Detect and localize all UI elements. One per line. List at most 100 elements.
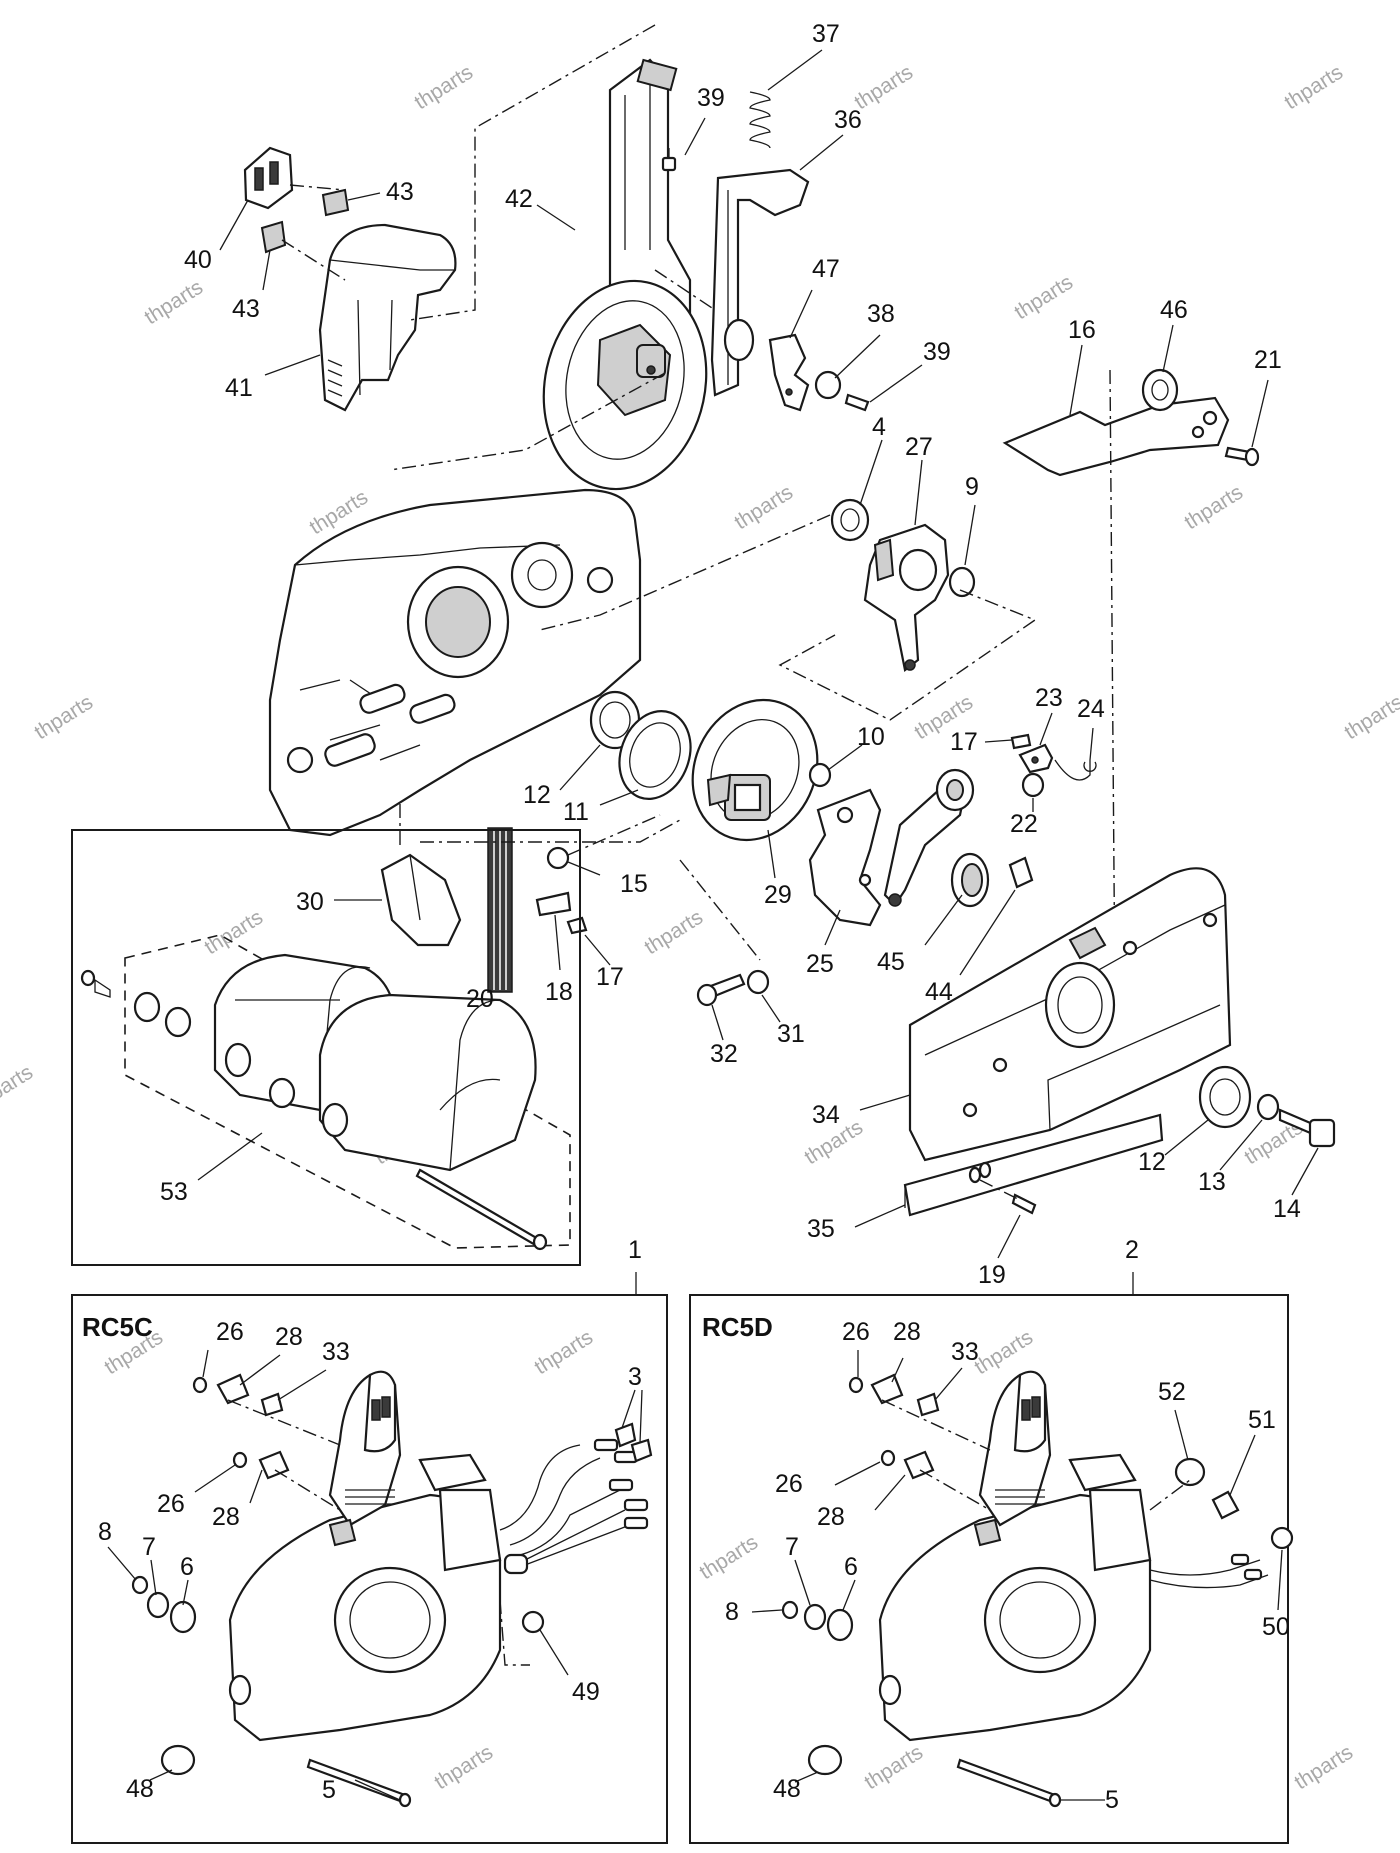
callout-7: 7 (142, 1533, 156, 1561)
callout-15: 15 (620, 870, 648, 898)
callout-53: 53 (160, 1178, 188, 1206)
watermark: thparts (1280, 61, 1347, 115)
leader-43a (347, 192, 381, 201)
callout-8: 8 (725, 1598, 739, 1626)
washer-46 (1141, 368, 1179, 412)
leader-r51 (1229, 1434, 1256, 1496)
screw-39-top (661, 148, 677, 172)
callout-35: 35 (807, 1215, 835, 1243)
kit-box-rc5d: RC5D (689, 1272, 1289, 1844)
watermark: thparts (695, 1531, 762, 1585)
callout-37: 37 (812, 20, 840, 48)
callout-17: 17 (950, 728, 978, 756)
leader-47 (789, 289, 813, 339)
leader-10 (827, 744, 863, 771)
callout-25: 25 (806, 950, 834, 978)
callout-31: 31 (777, 1020, 805, 1048)
leader-27 (914, 459, 923, 526)
callout-1: 1 (628, 1236, 642, 1264)
assembly-line (778, 589, 1037, 721)
washer-11 (618, 710, 692, 800)
callout-10: 10 (857, 723, 885, 751)
callout-13: 13 (1198, 1168, 1226, 1196)
o-ring-44 (1008, 856, 1034, 889)
watermark: thparts (1290, 1741, 1357, 1795)
callout-9: 9 (965, 473, 979, 501)
kit-box-rc5c: RC5C (71, 1272, 668, 1844)
assembly-line (979, 1179, 1021, 1201)
bushing-10 (808, 762, 832, 788)
plate-47 (768, 333, 810, 412)
leader-53 (197, 1132, 263, 1181)
stopper-18 (535, 891, 572, 917)
leader-r52 (1174, 1409, 1189, 1461)
screw-39-side (844, 393, 870, 412)
callout-49: 49 (572, 1678, 600, 1706)
leader-21 (1251, 379, 1269, 448)
leader-15 (567, 861, 601, 876)
leader-r28a (891, 1357, 904, 1383)
callout-11: 11 (563, 798, 589, 826)
spring-37 (749, 91, 771, 149)
leader-46 (1162, 324, 1174, 373)
leader-l5 (354, 1779, 401, 1801)
leader-r6 (842, 1579, 856, 1611)
leader-44 (959, 889, 1016, 976)
leader-l48 (149, 1769, 173, 1781)
callout-5: 5 (322, 1776, 336, 1804)
gear-29 (691, 698, 819, 842)
leader-25 (824, 909, 841, 946)
screw-17-upper (1010, 733, 1032, 750)
leader-34 (859, 1094, 911, 1111)
handle-lever-42 (542, 58, 708, 491)
callout-51: 51 (1248, 1406, 1276, 1434)
watermark: thparts (530, 1326, 597, 1380)
assembly-line (399, 800, 681, 845)
callout-3: 3 (628, 1363, 642, 1391)
remote-control-rc5d (878, 1370, 1269, 1742)
callout-2: 2 (1125, 1236, 1139, 1264)
leader-40 (219, 199, 249, 251)
kit-box-53 (71, 829, 581, 1266)
callout-48: 48 (773, 1775, 801, 1803)
leader-l26b (194, 1464, 236, 1493)
callout-33: 33 (322, 1338, 350, 1366)
callout-52: 52 (1158, 1378, 1186, 1406)
link-16 (1002, 396, 1230, 477)
leader-32 (711, 1004, 724, 1041)
callout-34: 34 (812, 1101, 840, 1129)
detent-plate-27 (863, 523, 950, 672)
callout-43: 43 (386, 178, 414, 206)
kit-title-rc5d: RC5D (702, 1312, 773, 1342)
leader-38 (834, 334, 881, 379)
leader-r28b (874, 1474, 906, 1511)
watermark: thparts (30, 691, 97, 745)
callout-28: 28 (275, 1323, 303, 1351)
assembly-line (227, 1399, 530, 1666)
assembly-line (654, 269, 716, 311)
watermark: thparts (430, 1741, 497, 1795)
watermark: thparts (1180, 481, 1247, 535)
callout-39: 39 (923, 338, 951, 366)
leader-39b (869, 364, 923, 403)
leader-12b (1164, 1119, 1209, 1156)
callout-14: 14 (1273, 1195, 1301, 1223)
clip-12-lower (1198, 1065, 1252, 1129)
leader-17a (984, 739, 1013, 743)
watermark: thparts (0, 1061, 37, 1115)
bolt-14 (1278, 1108, 1336, 1148)
leader-45 (924, 894, 963, 946)
callout-26: 26 (216, 1318, 244, 1346)
leader-19 (997, 1214, 1021, 1259)
callout-18: 18 (545, 978, 573, 1006)
assembly-line (409, 24, 656, 321)
leader-11 (599, 789, 639, 806)
callout-28: 28 (893, 1318, 921, 1346)
leader-l7 (150, 1559, 157, 1596)
cam-45 (950, 852, 990, 908)
screw-17-lower (566, 916, 588, 935)
leader-23 (1039, 712, 1053, 746)
leader-41 (264, 354, 321, 376)
callout-4: 4 (872, 413, 886, 441)
